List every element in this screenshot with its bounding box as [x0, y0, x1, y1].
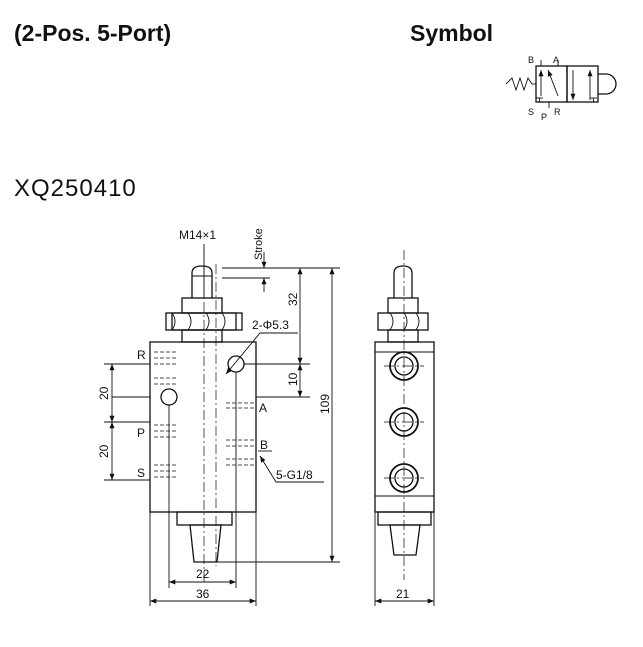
symbol-label-a: A	[553, 55, 559, 65]
symbol-heading: Symbol	[410, 20, 494, 46]
page-title: (2-Pos. 5-Port)	[14, 20, 172, 46]
thread-label: M14×1	[179, 228, 216, 242]
port-fitting-label: 5-G1/8	[276, 468, 313, 482]
port-s-hidden	[154, 464, 178, 478]
hole-label: 2-Φ5.3	[252, 318, 289, 332]
front-view: R P S A B M14×1 Stroke 2-Φ5.3 5-G1/8 32 …	[97, 228, 340, 606]
symbol-box-right	[566, 65, 599, 103]
port-a-hidden	[226, 402, 254, 409]
port-r-hidden	[154, 351, 178, 385]
port-label-a: A	[259, 401, 267, 415]
dim-109-label: 109	[318, 394, 332, 414]
symbol-label-s: S	[528, 107, 534, 117]
valve-symbol: B A S P R	[505, 55, 617, 122]
dim-36-label: 36	[196, 587, 210, 601]
mounting-hole-upper	[227, 355, 245, 373]
dim-22-label: 22	[196, 567, 210, 581]
bottom-cone	[189, 524, 222, 563]
model-number: XQ250410	[14, 175, 137, 202]
port-p-hidden	[154, 424, 178, 438]
port-label-s: S	[137, 466, 145, 480]
dim-20-upper-label: 20	[97, 386, 111, 400]
dim-10-label: 10	[286, 372, 300, 386]
symbol-label-b: B	[528, 55, 534, 65]
dim-32-label: 32	[286, 292, 300, 306]
mounting-hole-lower	[160, 388, 178, 406]
port-label-r: R	[137, 348, 146, 362]
symbol-label-p: P	[541, 112, 547, 122]
valve-body	[149, 341, 257, 513]
port-label-p: P	[137, 426, 145, 440]
side-view: 21	[374, 250, 435, 606]
side-plunger-cap	[393, 265, 413, 298]
dim-21-label: 21	[396, 587, 410, 601]
plunger-icon	[598, 73, 617, 95]
plunger-cap	[191, 265, 213, 298]
stroke-label: Stroke	[253, 228, 265, 260]
port-b-hidden	[226, 439, 254, 466]
port-label-b: B	[260, 438, 268, 452]
symbol-label-r: R	[554, 107, 561, 117]
spring-icon	[505, 76, 533, 92]
dim-20-lower-label: 20	[97, 444, 111, 458]
